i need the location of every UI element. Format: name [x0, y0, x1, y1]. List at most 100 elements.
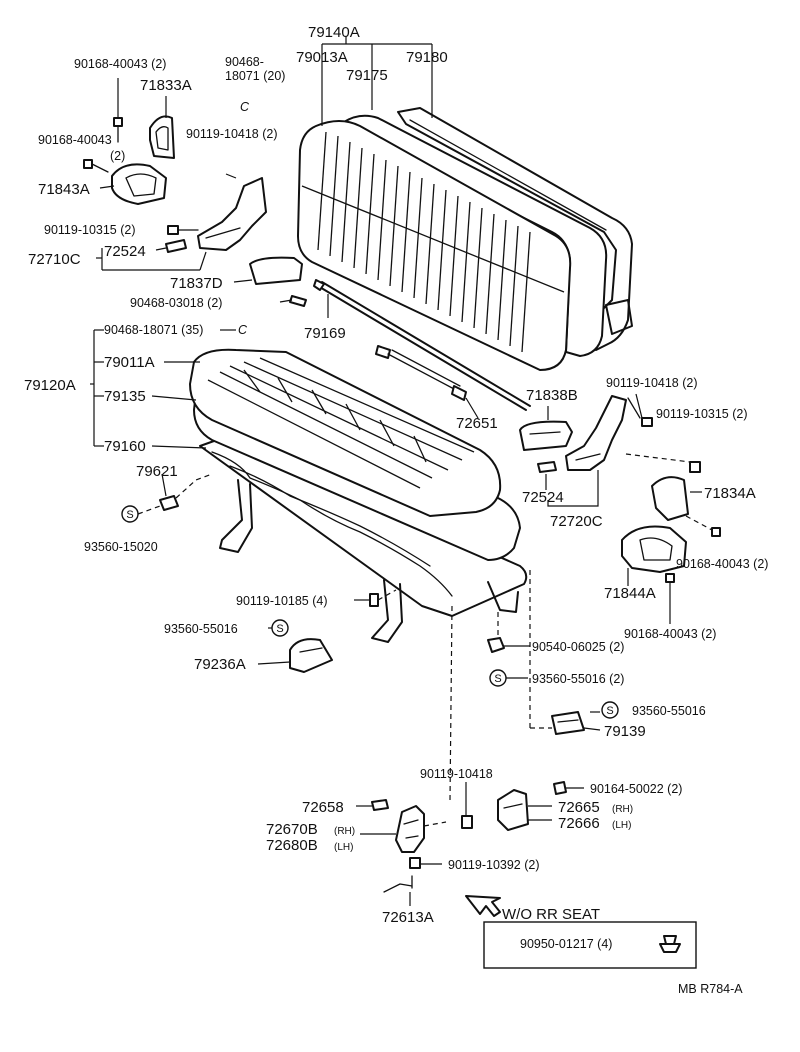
- label-71838B: 71838B: [526, 387, 578, 404]
- bolt-90119-right-a: [635, 393, 653, 427]
- clip-72658: [356, 799, 389, 811]
- label-90119-10315-right: 90119-10315 (2): [656, 407, 748, 421]
- label-72670B: 72670B: [266, 821, 318, 838]
- snap-symbol-c: S: [606, 705, 613, 717]
- dashed-guide-lines: [449, 570, 552, 801]
- snap-ring-93560-55016-a: S: [268, 619, 289, 637]
- plug-box: [483, 921, 697, 969]
- label-79120A: 79120A: [24, 377, 76, 394]
- snap-symbol-b: S: [494, 673, 501, 685]
- label-72680B-lh: (LH): [334, 842, 353, 853]
- label-71834A: 71834A: [704, 485, 756, 502]
- label-93560-15020: 93560-15020: [84, 540, 158, 554]
- bolt-90168-top: [113, 78, 123, 143]
- hinge-cover-71843A: [99, 163, 167, 205]
- label-90168-second-qty: (2): [110, 149, 125, 163]
- bolt-90168-second: [83, 159, 109, 173]
- label-72710C: 72710C: [28, 251, 81, 268]
- snap-ring-93560-15020: S: [121, 505, 161, 523]
- label-72524-left: 72524: [104, 243, 146, 260]
- label-79175: 79175: [346, 67, 388, 84]
- seat-cushion-frame-79160: [199, 435, 528, 643]
- label-93560-55016-a: 93560-55016: [164, 622, 238, 636]
- label-71843A: 71843A: [38, 181, 90, 198]
- label-79139: 79139: [604, 723, 646, 740]
- label-79160: 79160: [104, 438, 146, 455]
- labels: 79140A 79013A 79180 79175 90468- 18071 (…: [24, 24, 768, 996]
- label-90468-03018: 90468-03018 (2): [130, 296, 222, 310]
- label-90119-10185: 90119-10185 (4): [236, 594, 328, 608]
- label-79180: 79180: [406, 49, 448, 66]
- label-90468-18071-a: 90468-: [225, 55, 264, 69]
- label-79140A: 79140A: [308, 24, 360, 41]
- leader-79140A: [321, 36, 433, 126]
- label-79621: 79621: [136, 463, 178, 480]
- label-90950-01217: 90950-01217 (4): [520, 937, 612, 951]
- label-93560-55016-c: 93560-55016: [632, 704, 706, 718]
- bolt-90119-10418-bottom: [461, 782, 473, 829]
- label-79236A: 79236A: [194, 656, 246, 673]
- cover-71837D: [233, 256, 303, 285]
- nut-90540-06025: [487, 637, 530, 653]
- label-90168-right-a: 90168-40043 (2): [676, 557, 768, 571]
- label-79135: 79135: [104, 388, 146, 405]
- link-72613A: [383, 875, 413, 906]
- bolt-90119-left: [167, 225, 199, 235]
- hinge-72720C: [565, 395, 641, 471]
- label-90119-10418-left: 90119-10418 (2): [186, 127, 278, 141]
- arrow-wo-rr-seat: [465, 895, 501, 917]
- cable-72651: [375, 345, 479, 419]
- label-71833A: 71833A: [140, 77, 192, 94]
- label-90168-second: 90168-40043: [38, 133, 112, 147]
- label-90468-18071-a2: 18071 (20): [225, 69, 285, 83]
- label-90468-18071-35: 90468-18071 (35): [104, 323, 203, 337]
- snap-symbol-a: S: [276, 623, 283, 635]
- snap-ring-93560-55016-c: S: [590, 701, 619, 719]
- label-90119-10392: 90119-10392 (2): [448, 858, 540, 872]
- label-72670B-rh: (RH): [334, 826, 355, 837]
- label-71844A: 71844A: [604, 585, 656, 602]
- seat-back-cover-79013A: [297, 120, 572, 371]
- bolt-90119-10392: [409, 857, 442, 869]
- label-90540-06025: 90540-06025 (2): [532, 640, 624, 654]
- label-90168-top: 90168-40043 (2): [74, 57, 166, 71]
- rod-79169: [313, 279, 531, 411]
- label-90119-10418-right: 90119-10418 (2): [606, 376, 698, 390]
- pin-90468-03018: [279, 295, 307, 307]
- seat-cushion-cover-79011A: [189, 348, 502, 517]
- label-72524-right: 72524: [522, 489, 564, 506]
- label-90119-10315-left: 90119-10315 (2): [44, 223, 136, 237]
- label-79169: 79169: [304, 325, 346, 342]
- spacer-72524-left: [155, 239, 187, 253]
- seat-cushion-ribs: [207, 357, 475, 489]
- bracket-79621: [159, 473, 213, 511]
- spacer-72524-right: [537, 461, 557, 490]
- hinge-72665: [497, 789, 552, 831]
- label-90168-right-b: 90168-40043 (2): [624, 627, 716, 641]
- bolt-90119-10185: [354, 589, 397, 607]
- cover-71838B: [519, 406, 573, 451]
- label-72680B: 72680B: [266, 837, 318, 854]
- leader-72720C: [547, 470, 599, 507]
- label-79011A: 79011A: [104, 354, 155, 371]
- cover-79236A: [257, 638, 333, 673]
- hinge-72710C: [197, 173, 267, 251]
- label-72666-lh: (LH): [612, 820, 631, 831]
- label-72665: 72665: [558, 799, 600, 816]
- label-clip-c-35: C: [238, 323, 248, 337]
- label-93560-55016-b: 93560-55016 (2): [532, 672, 624, 686]
- bolt-90164-50022: [553, 781, 584, 795]
- snap-symbol: S: [126, 509, 133, 521]
- label-71837D: 71837D: [170, 275, 223, 292]
- label-90164-50022: 90164-50022 (2): [590, 782, 682, 796]
- bolt-90168-right-b: [665, 573, 675, 624]
- cover-71834A: [651, 476, 702, 521]
- leader-72710C: [96, 248, 207, 271]
- label-72665-rh: (RH): [612, 804, 633, 815]
- lock-72670B: [360, 805, 447, 853]
- label-72720C: 72720C: [550, 513, 603, 530]
- label-clip-c: C: [240, 100, 250, 114]
- cover-71844A: [621, 525, 687, 586]
- bolt-90168-right-a: [685, 515, 721, 537]
